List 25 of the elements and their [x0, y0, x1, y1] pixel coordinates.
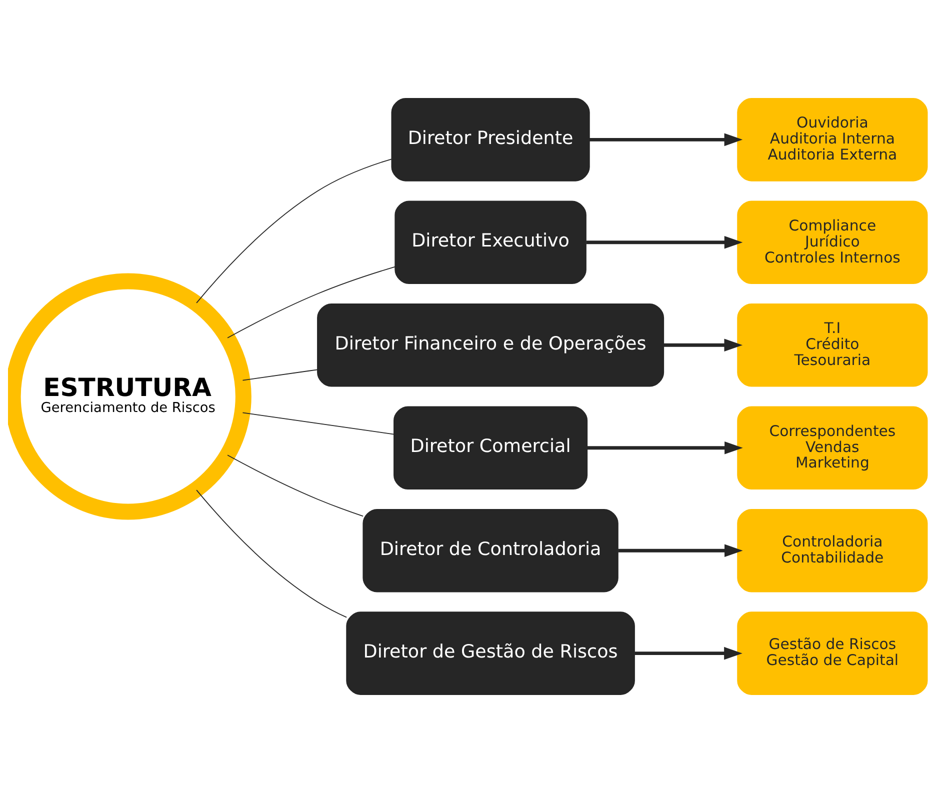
node-box: Diretor Executivo: [394, 200, 586, 284]
node-box: Compliance Jurídico Controles Internos: [737, 200, 928, 284]
arrow: [589, 133, 743, 146]
arrow: [586, 236, 743, 249]
connector: [196, 490, 348, 618]
arrow: [587, 441, 743, 454]
arrow: [664, 338, 743, 352]
connector: [242, 412, 395, 435]
node-box: Ouvidoria Auditoria Interna Auditoria Externa: [737, 98, 928, 182]
node-circle: ESTRUTURA Gerenciamento de Riscos: [8, 273, 252, 520]
node-box: Gestão de Riscos Gestão de Capital: [737, 612, 928, 695]
connector: [242, 369, 318, 381]
node-box: Diretor Financeiro e de Operações: [317, 303, 664, 387]
arrow: [618, 544, 743, 558]
node-box: Diretor de Gestão de Riscos: [346, 612, 635, 695]
connector: [196, 158, 392, 304]
arrow: [634, 646, 742, 660]
node-box: Diretor Comercial: [394, 406, 588, 490]
node-box: T.I Crédito Tesouraria: [737, 303, 928, 387]
node-box: Diretor de Controladoria: [362, 508, 618, 592]
node-box: Diretor Presidente: [391, 98, 590, 182]
node-box: Correspondentes Vendas Marketing: [737, 406, 928, 490]
node-box: Controladoria Contabilidade: [737, 508, 928, 592]
connector: [227, 266, 396, 338]
connector: [227, 454, 364, 517]
